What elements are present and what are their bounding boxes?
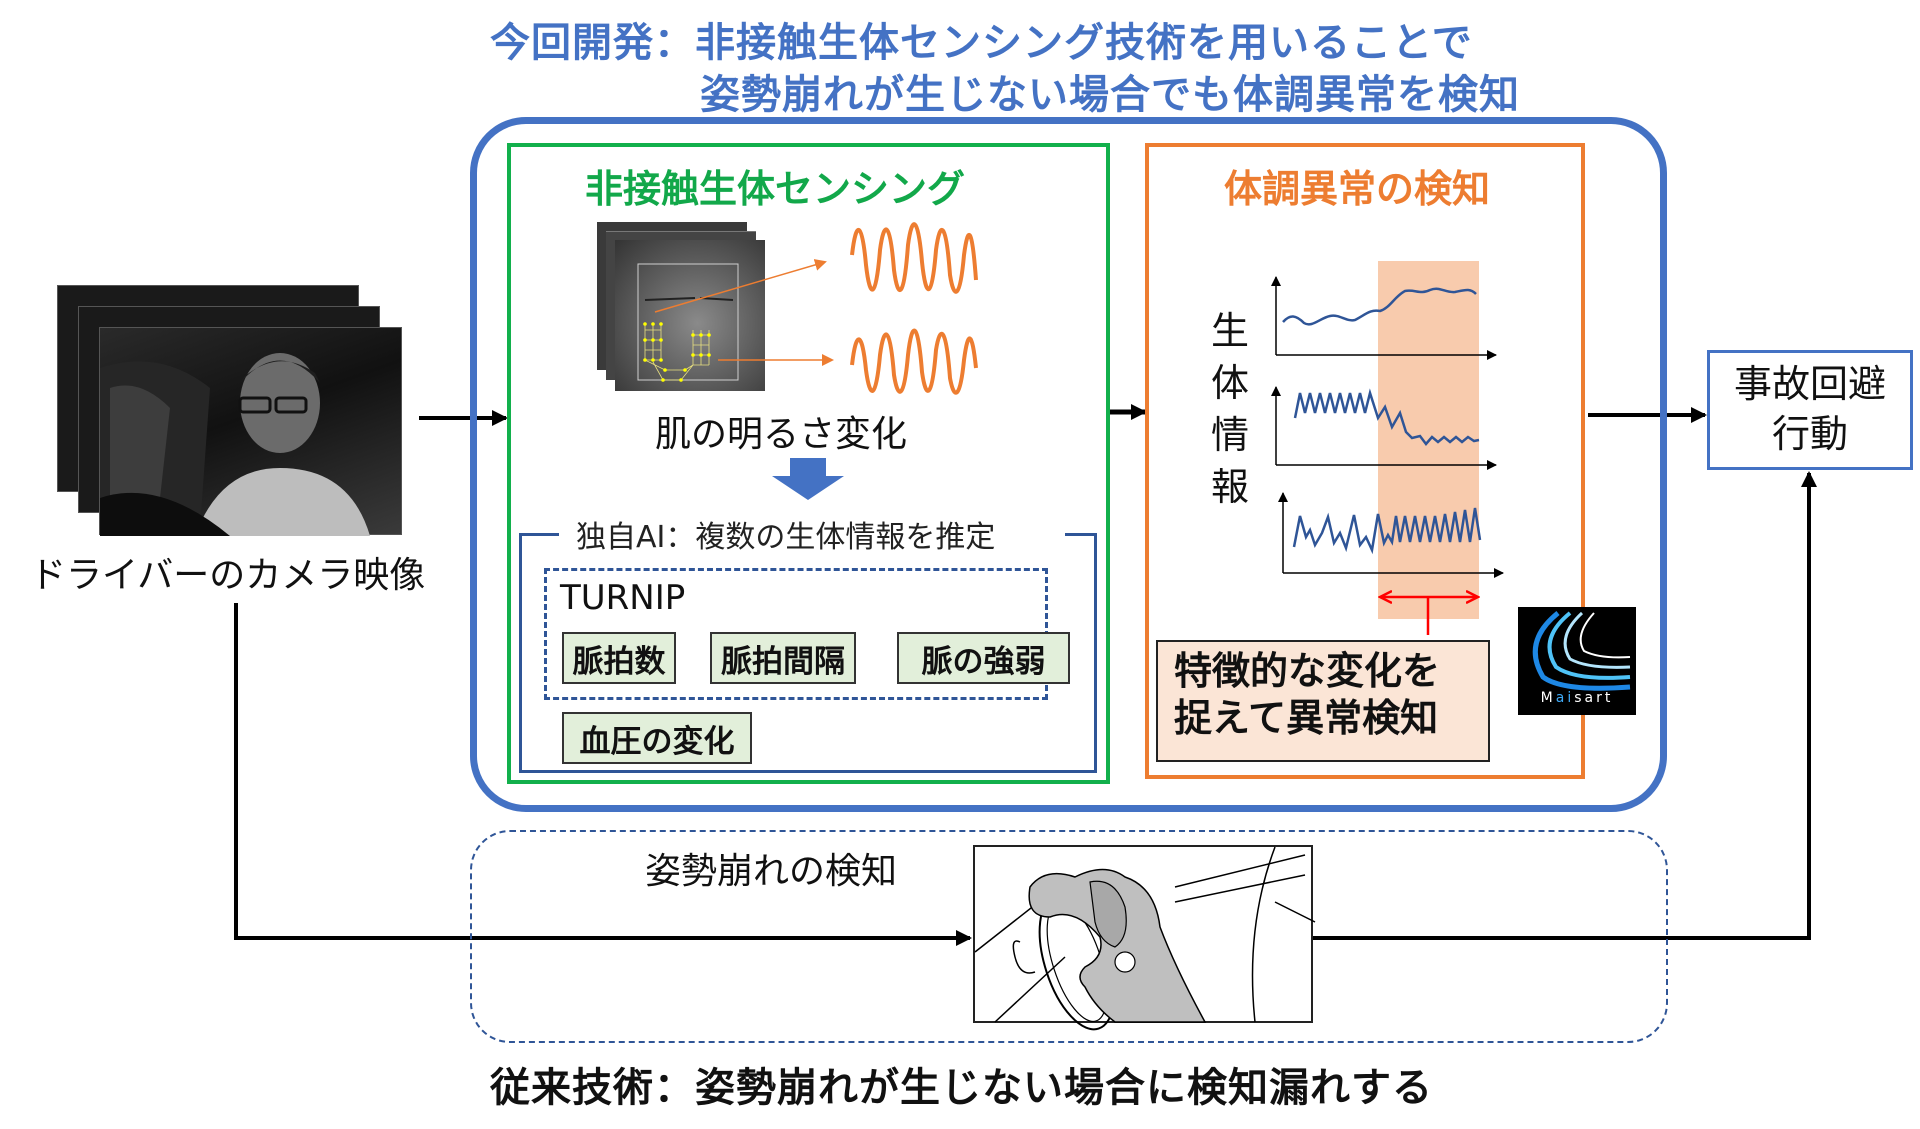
action-line-1: 事故回避 — [1733, 362, 1886, 406]
anomaly-panel — [1145, 143, 1585, 779]
logo-text-sart: sart — [1574, 690, 1614, 706]
biometric-char-2: 体 — [1210, 361, 1249, 405]
ai-box-top-right-edge — [1065, 533, 1097, 536]
legacy-path-in — [234, 603, 970, 940]
action-line-2: 行動 — [1771, 412, 1848, 456]
detect-line-2: 捉えて異常検知 — [1174, 696, 1439, 740]
biometric-char-3: 情 — [1210, 413, 1249, 457]
face-image — [615, 240, 765, 391]
posture-detection-label: 姿勢崩れの検知 — [645, 851, 898, 892]
metric-pulse-strength: 脈の強弱 — [897, 632, 1070, 684]
metric-blood-pressure-change: 血圧の変化 — [562, 712, 752, 764]
logo-text-ai: ai — [1555, 690, 1575, 706]
ai-estimation-title: 独自AI：複数の生体情報を推定 — [572, 512, 1000, 556]
plot-2-signal — [1293, 388, 1480, 446]
ai-box-top-left-edge — [519, 533, 559, 536]
detect-line-1: 特徴的な変化を — [1174, 649, 1441, 693]
biometric-info-label: 生 体 情 報 — [1210, 305, 1250, 513]
legacy-detection-region — [470, 830, 1668, 1043]
anomaly-detection-callout: 特徴的な変化を 捉えて異常検知 — [1156, 640, 1490, 762]
metric-pulse-rate: 脈拍数 — [562, 632, 676, 684]
driver-camera-image — [99, 327, 402, 536]
logo-text-m: M — [1540, 690, 1556, 706]
down-arrow-icon — [772, 458, 844, 500]
metric-pulse-interval: 脈拍間隔 — [710, 632, 856, 684]
legacy-path-out — [1313, 475, 1811, 940]
pulse-wave-1 — [850, 222, 978, 294]
posture-collapse-illustration — [973, 845, 1316, 1031]
plot-1-signal — [1282, 287, 1477, 326]
new-development-region — [470, 117, 1667, 812]
sensing-title: 非接触生体センシング — [585, 167, 966, 211]
face-landmark-mesh — [637, 263, 739, 382]
header-line-1: 今回開発：非接触生体センシング技術を用いることで — [490, 20, 1473, 66]
maisart-logo: Maisart — [1518, 607, 1636, 715]
pulse-wave-2 — [850, 328, 978, 395]
maisart-wordmark: Maisart — [1518, 690, 1636, 706]
legacy-footer-caption: 従来技術：姿勢崩れが生じない場合に検知漏れする — [490, 1065, 1433, 1111]
skin-brightness-label: 肌の明るさ変化 — [655, 414, 908, 455]
anomaly-title: 体調異常の検知 — [1224, 167, 1491, 211]
biometric-char-4: 報 — [1210, 465, 1249, 509]
turnip-label: TURNIP — [560, 578, 686, 618]
header-line-2: 姿勢崩れが生じない場合でも体調異常を検知 — [700, 72, 1520, 118]
sensing-panel — [507, 143, 1110, 784]
plot-3-signal — [1292, 507, 1482, 555]
driver-silhouette — [100, 353, 370, 536]
slumped-driver-drawing — [974, 846, 1316, 1031]
arrow-cheek-to-wave-1 — [654, 259, 827, 313]
ai-estimation-group — [519, 533, 1097, 773]
biometric-char-1: 生 — [1210, 309, 1249, 353]
accident-avoidance-box: 事故回避 行動 — [1707, 350, 1913, 470]
driver-camera-label: ドライバーのカメラ映像 — [30, 555, 426, 596]
pulse-waveforms — [654, 222, 978, 395]
maisart-swoosh-icon — [1532, 611, 1631, 691]
